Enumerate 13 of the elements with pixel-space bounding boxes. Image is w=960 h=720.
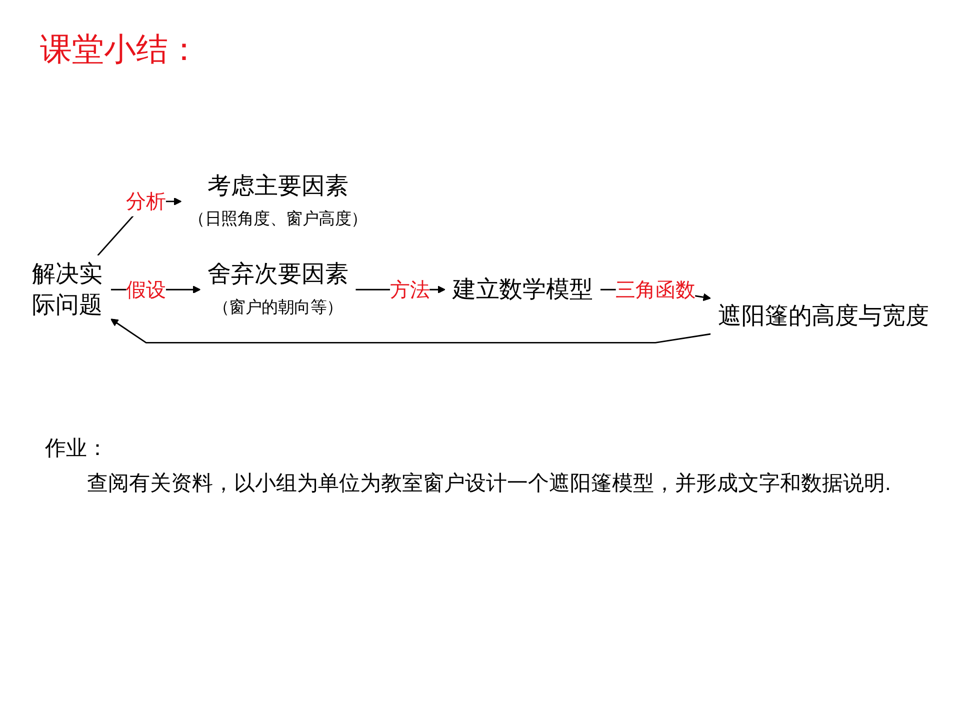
paragraph: 查阅有关资料，以小组为单位为教室窗户设计一个遮阳篷模型，并形成文字和数据说明. bbox=[86, 470, 892, 497]
node-text: 考虑主要因素 （日照角度、窗户高度） bbox=[188, 172, 368, 228]
edge-label: 假设 bbox=[126, 278, 166, 301]
node-text: 建立数学模型 bbox=[452, 275, 594, 302]
edge-label: 分析 bbox=[126, 190, 166, 213]
node-text: 遮阳篷的高度与宽度 bbox=[718, 302, 930, 329]
edge-label: 方法 bbox=[390, 278, 430, 301]
edge-label: 三角函数 bbox=[616, 278, 696, 301]
title: 课堂小结： bbox=[40, 30, 200, 68]
heading: 作业： bbox=[45, 436, 109, 462]
arrow bbox=[110, 318, 711, 344]
node-text: 舍弃次要因素 （窗户的朝向等） bbox=[208, 260, 348, 316]
node-text: 解决实际问题 bbox=[32, 260, 102, 318]
